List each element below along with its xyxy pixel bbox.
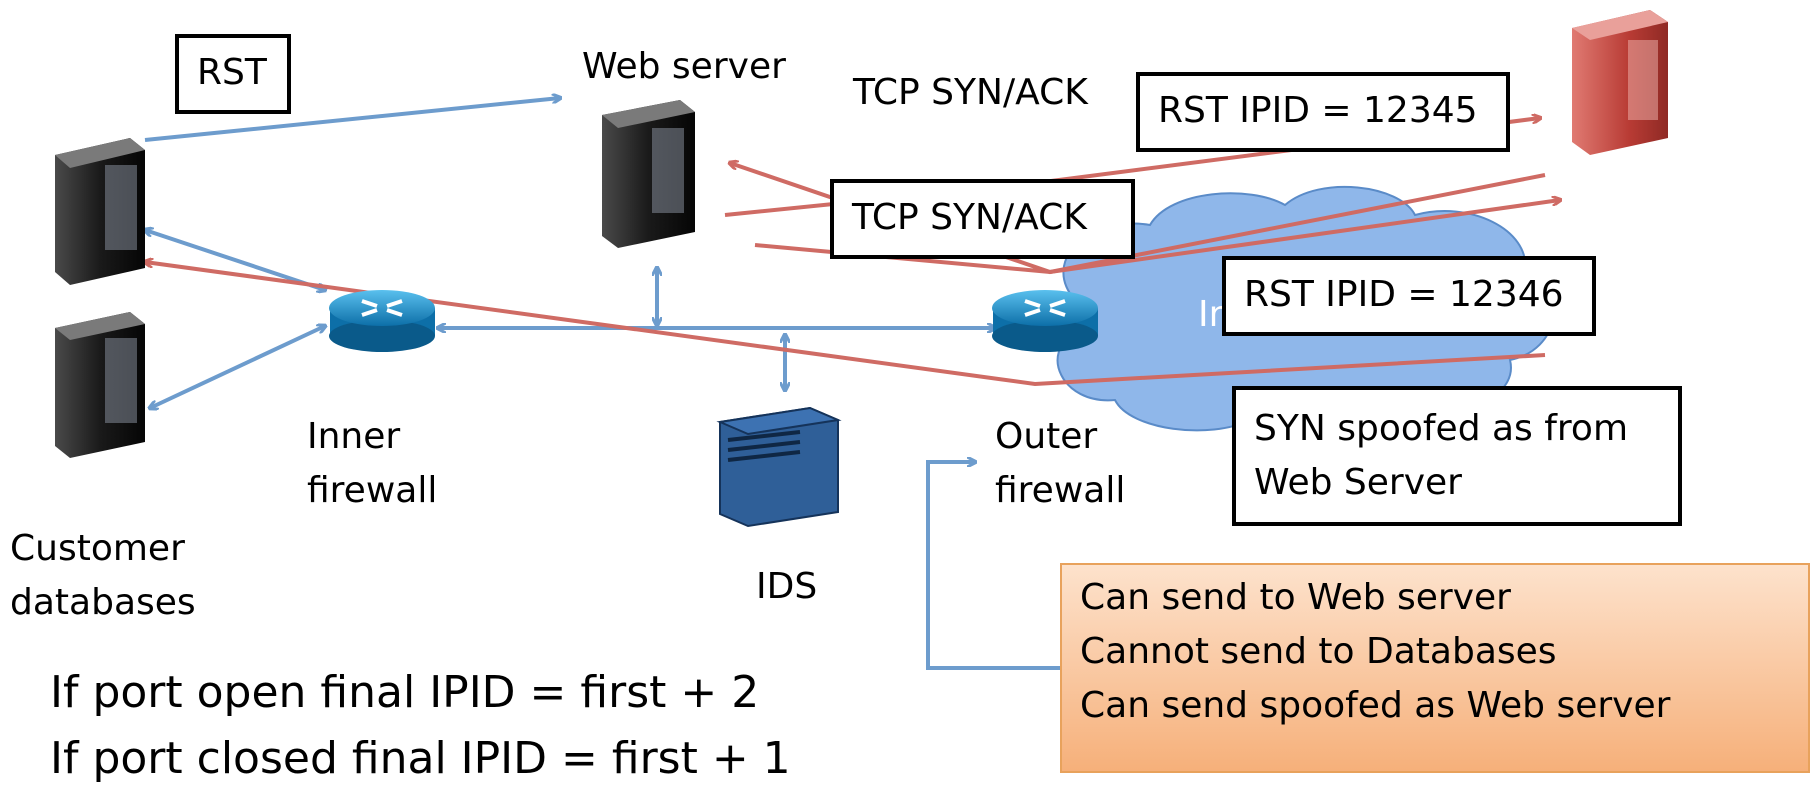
ipid-rules: If port open final IPID = first + 2 If p… <box>50 660 791 792</box>
rst-ipid-12346-box: RST IPID = 12346 <box>1222 256 1596 336</box>
rule-port-open: If port open final IPID = first + 2 <box>50 667 760 718</box>
note-line-2: Cannot send to Databases <box>1080 631 1557 672</box>
arrow-db1-inner-fw <box>145 230 325 290</box>
database-server-2 <box>55 312 145 458</box>
web-server-icon <box>602 100 695 248</box>
syn-ack-label: TCP SYN/ACK <box>853 72 1088 113</box>
note-line-1: Can send to Web server <box>1080 577 1511 618</box>
blue-arrows <box>144 98 1060 670</box>
outer-firewall-router-icon <box>992 290 1098 352</box>
arrow-db-to-webserver <box>144 98 560 142</box>
web-server-label: Web server <box>582 46 786 87</box>
rule-port-closed: If port closed final IPID = first + 1 <box>50 733 791 784</box>
rst-ipid-12345-box: RST IPID = 12345 <box>1136 72 1510 152</box>
ids-icon <box>716 406 842 528</box>
note-line-3: Can send spoofed as Web server <box>1080 685 1671 726</box>
rst-box: RST <box>175 34 291 114</box>
arrow-spoofed-syn <box>145 262 1546 387</box>
attacker-server-icon <box>1572 10 1668 155</box>
database-server-1 <box>55 138 145 285</box>
outer-firewall-rules-note: Can send to Web server Cannot send to Da… <box>1060 563 1810 773</box>
arrow-db2-inner-fw <box>150 326 325 408</box>
ids-label: IDS <box>756 566 818 607</box>
arrow-note-to-outer-fw <box>926 462 1060 670</box>
syn-ack-box: TCP SYN/ACK <box>830 179 1135 259</box>
inner-firewall-router-icon <box>329 290 435 352</box>
